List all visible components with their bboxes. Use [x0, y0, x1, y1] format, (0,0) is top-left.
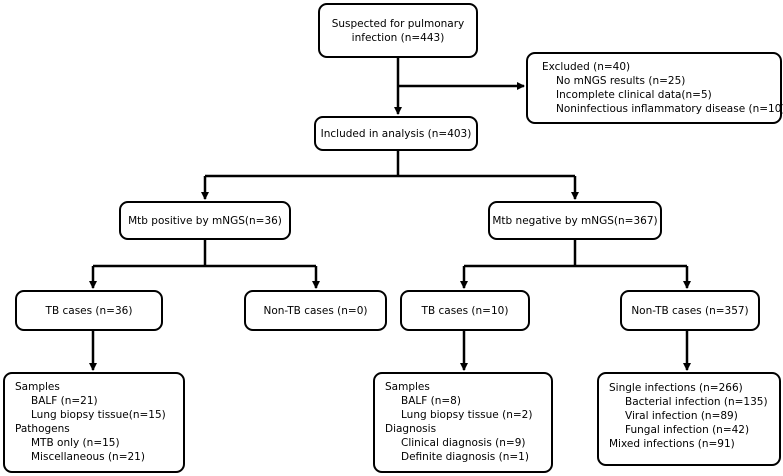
infection-item: Viral infection (n=89) [625, 410, 738, 422]
included-label: Included in analysis (n=403) [320, 127, 472, 140]
box-nontb-cases-positive: Non-TB cases (n=0) [244, 290, 387, 331]
box-nontb-cases-negative: Non-TB cases (n=357) [620, 290, 760, 331]
pathogens-heading: Pathogens [15, 423, 70, 435]
nontb-cases-positive-label: Non-TB cases (n=0) [263, 304, 368, 317]
sample-item: Lung biopsy tissue (n=2) [401, 409, 533, 421]
suspected-line2: infection (n=443) [351, 31, 445, 44]
diagnosis-item: Clinical diagnosis (n=9) [401, 437, 526, 449]
excluded-item: No mNGS results (n=25) [556, 75, 686, 87]
suspected-line1: Suspected for pulmonary [331, 17, 465, 30]
excluded-title: Excluded (n=40) [542, 61, 631, 73]
pathogen-item: Miscellaneous (n=21) [31, 451, 145, 463]
box-mtb-positive: Mtb positive by mNGS(n=36) [119, 201, 291, 240]
box-suspected: Suspected for pulmonary infection (n=443… [318, 3, 478, 58]
box-included: Included in analysis (n=403) [314, 116, 478, 151]
box-tb-cases-positive: TB cases (n=36) [15, 290, 163, 331]
box-excluded: Excluded (n=40) No mNGS results (n=25) I… [526, 52, 783, 124]
sample-item: BALF (n=21) [31, 395, 98, 407]
single-infections-heading: Single infections (n=266) [609, 382, 743, 394]
infection-item: Fungal infection (n=42) [625, 424, 750, 436]
excluded-item: Noninfectious inflammatory disease (n=10… [556, 103, 783, 115]
samples-heading: Samples [385, 381, 430, 393]
diagnosis-heading: Diagnosis [385, 423, 437, 435]
mtb-positive-label: Mtb positive by mNGS(n=36) [128, 214, 282, 227]
excluded-item: Incomplete clinical data(n=5) [556, 89, 712, 101]
samples-heading: Samples [15, 381, 60, 393]
infection-item: Bacterial infection (n=135) [625, 396, 768, 408]
mixed-infections-heading: Mixed infections (n=91) [609, 438, 735, 450]
box-mtb-negative: Mtb negative by mNGS(n=367) [488, 201, 662, 240]
nontb-cases-negative-label: Non-TB cases (n=357) [631, 304, 749, 317]
mtb-negative-label: Mtb negative by mNGS(n=367) [492, 214, 658, 227]
box-tb-cases-negative: TB cases (n=10) [400, 290, 530, 331]
box-detail-tb-negative: Samples BALF (n=8) Lung biopsy tissue (n… [373, 372, 553, 473]
pathogen-item: MTB only (n=15) [31, 437, 120, 449]
box-detail-tb-positive: Samples BALF (n=21) Lung biopsy tissue(n… [3, 372, 185, 473]
tb-cases-negative-label: TB cases (n=10) [421, 304, 509, 317]
diagnosis-item: Definite diagnosis (n=1) [401, 451, 529, 463]
tb-cases-positive-label: TB cases (n=36) [45, 304, 133, 317]
sample-item: Lung biopsy tissue(n=15) [31, 409, 166, 421]
box-detail-nontb-negative: Single infections (n=266) Bacterial infe… [597, 372, 781, 466]
sample-item: BALF (n=8) [401, 395, 461, 407]
